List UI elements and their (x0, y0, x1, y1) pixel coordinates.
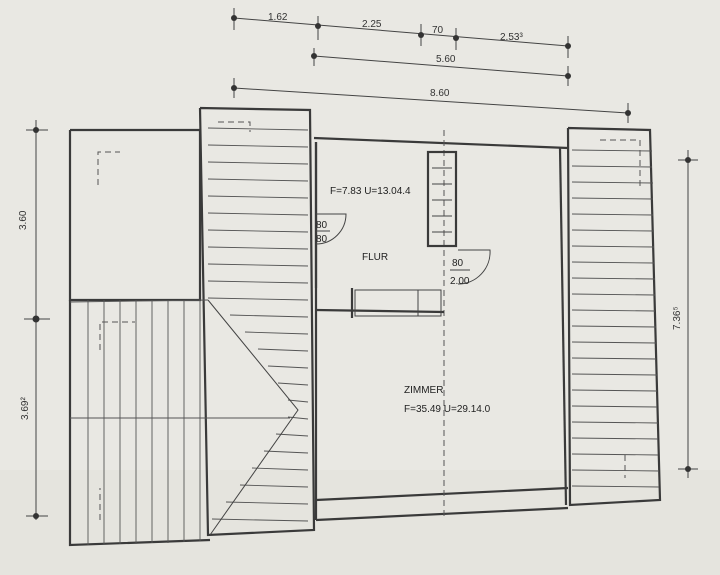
flur-area-label: F=7.83 U=13.04.4 (330, 186, 411, 197)
dim-3-69: 3.69² (20, 397, 31, 420)
zimmer-area-label: F=35.49 U=29.14.0 (404, 404, 491, 415)
zimmer-name: ZIMMER (404, 385, 443, 396)
right-stair-strip (566, 126, 662, 507)
door-swing-right (457, 249, 491, 285)
dim-70: 70 (432, 25, 444, 36)
left-stair-strip (198, 106, 316, 537)
door-left-height: 80 (316, 234, 328, 245)
building-outline (68, 128, 569, 547)
lower-left-slats (69, 151, 290, 545)
top-dimension-row-3: 8.60 (231, 78, 631, 123)
dim-5-60: 5.60 (436, 54, 456, 65)
paper-shadow (0, 470, 720, 575)
dim-7-36: 7.36⁵ (672, 306, 683, 330)
dim-1-62: 1.62 (268, 12, 288, 23)
dim-8-60: 8.60 (430, 88, 450, 99)
flur-name: FLUR (362, 252, 388, 263)
top-dimension-row-1: 1.62 2.25 70 2.53³ (231, 8, 571, 58)
door-right-width: 80 (452, 258, 464, 269)
interior-walls (314, 142, 491, 318)
left-dimension: 3.60 3.69² (18, 120, 50, 520)
door-swing-left (315, 213, 347, 245)
dim-2-53: 2.53³ (500, 32, 523, 43)
dim-3-60: 3.60 (18, 210, 29, 230)
door-left-width: 80 (316, 220, 328, 231)
door-right-height: 2.00 (450, 276, 470, 287)
right-dimension: 7.36⁵ (672, 150, 698, 478)
top-dimension-row-2: 5.60 (311, 48, 571, 86)
dim-2-25: 2.25 (362, 19, 382, 30)
